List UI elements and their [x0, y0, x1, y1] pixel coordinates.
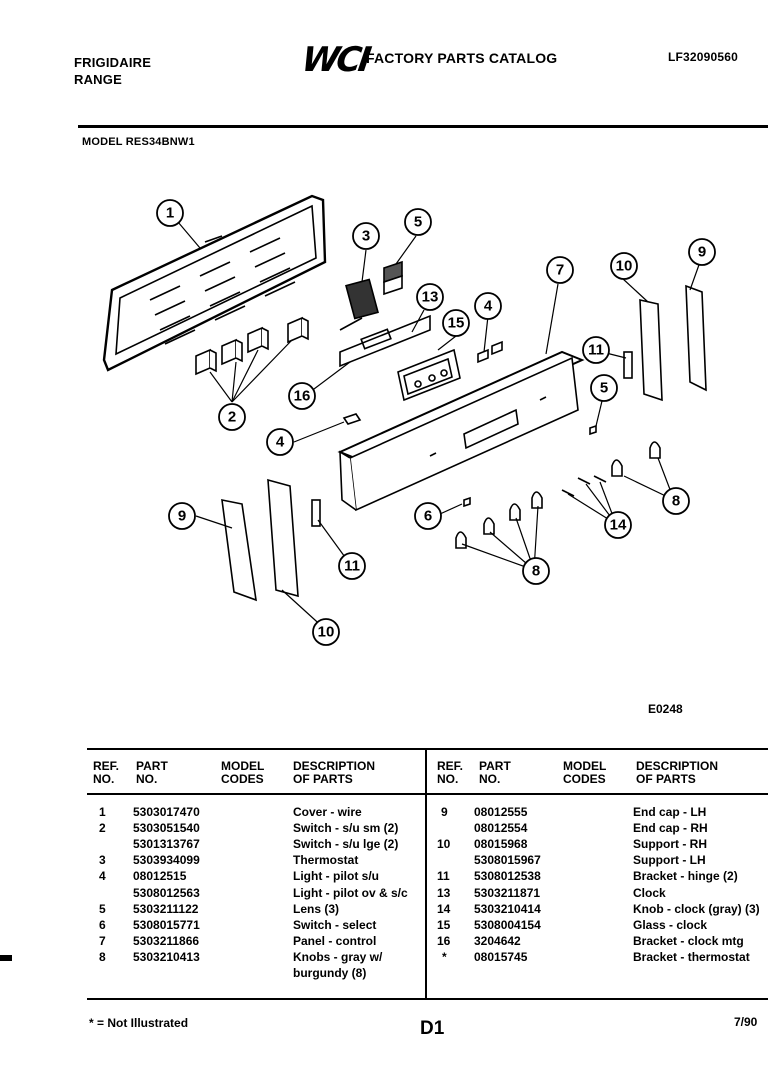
callout-label: 8: [532, 563, 540, 580]
exploded-parts-diagram: 1 2 3 5 13 15 16 4 4 7 5 11 10 9 8 6 8 1…: [102, 194, 716, 646]
product-type: RANGE: [74, 72, 122, 87]
end-cap-rh-part: [685, 284, 707, 392]
scan-edge-mark: [0, 955, 12, 961]
end-cap-lh-part: [221, 498, 257, 602]
table-header-rule: [87, 793, 768, 795]
callout-label: 3: [362, 228, 370, 245]
callout-label: 10: [318, 624, 335, 641]
pilot-light-part: [477, 348, 489, 364]
col-ref-header: REF. NO.: [437, 759, 464, 786]
header-rule: [78, 125, 768, 128]
callout-label: 8: [672, 493, 680, 510]
callout-label: 5: [414, 214, 422, 231]
support-rh-part: [639, 298, 663, 402]
thermostat-part: [339, 278, 379, 331]
callout-label: 2: [228, 409, 236, 426]
cover-wire-part: [102, 194, 327, 372]
callout-label: 16: [294, 388, 311, 405]
selector-switch-part: [383, 260, 403, 296]
col-model-header: MODEL CODES: [563, 759, 607, 786]
col-model-header: MODEL CODES: [221, 759, 265, 786]
callout-label: 6: [424, 508, 432, 525]
knob-parts: [455, 441, 661, 549]
support-lh-part: [267, 478, 299, 598]
callout-label: 10: [616, 258, 633, 275]
catalog-number: LF32090560: [668, 50, 739, 64]
col-desc-header: DESCRIPTION OF PARTS: [293, 759, 376, 786]
callout-label: 9: [698, 244, 706, 261]
callout-label: 11: [588, 342, 604, 359]
callout-label: 15: [448, 315, 465, 332]
col-part-header: PART NO.: [136, 759, 168, 786]
model-label: MODEL RES34BNW1: [82, 136, 195, 148]
revision-date: 7/90: [734, 1015, 758, 1029]
col-ref-header: REF. NO.: [93, 759, 120, 786]
diagram-code: E0248: [648, 702, 683, 716]
callout-label: 5: [600, 380, 608, 397]
callout-label: 1: [166, 205, 174, 222]
callout-label: 14: [610, 517, 627, 534]
col-desc-header: DESCRIPTION OF PARTS: [636, 759, 719, 786]
control-panel-part: [337, 350, 585, 512]
lens-part: [589, 424, 597, 436]
callout-label: 9: [178, 508, 186, 525]
wci-logo: WCI: [299, 40, 371, 80]
not-illustrated-note: * = Not Illustrated: [89, 1016, 189, 1030]
callout-circles: [156, 199, 716, 646]
catalog-title: FACTORY PARTS CATALOG: [366, 50, 558, 66]
callout-label: 7: [556, 262, 564, 279]
col-part-header: PART NO.: [479, 759, 511, 786]
callout-label: 11: [344, 558, 360, 575]
brand-name: FRIGIDAIRE: [74, 55, 152, 70]
table-top-rule: [87, 748, 768, 750]
hinge-bracket-part: [623, 351, 633, 379]
callout-label: 13: [422, 289, 439, 306]
table-column-divider: [425, 750, 427, 998]
page-number: D1: [420, 1018, 445, 1039]
callout-label: 4: [276, 434, 285, 451]
clock-part: [397, 348, 461, 402]
callout-label: 4: [484, 298, 493, 315]
clock-knob-parts: [561, 475, 607, 497]
callout-labels: 1 2 3 5 13 15 16 4 4 7 5 11 10 9 8 6 8 1…: [166, 205, 706, 641]
table-bottom-rule: [87, 998, 768, 1000]
switch-parts: [195, 316, 309, 376]
